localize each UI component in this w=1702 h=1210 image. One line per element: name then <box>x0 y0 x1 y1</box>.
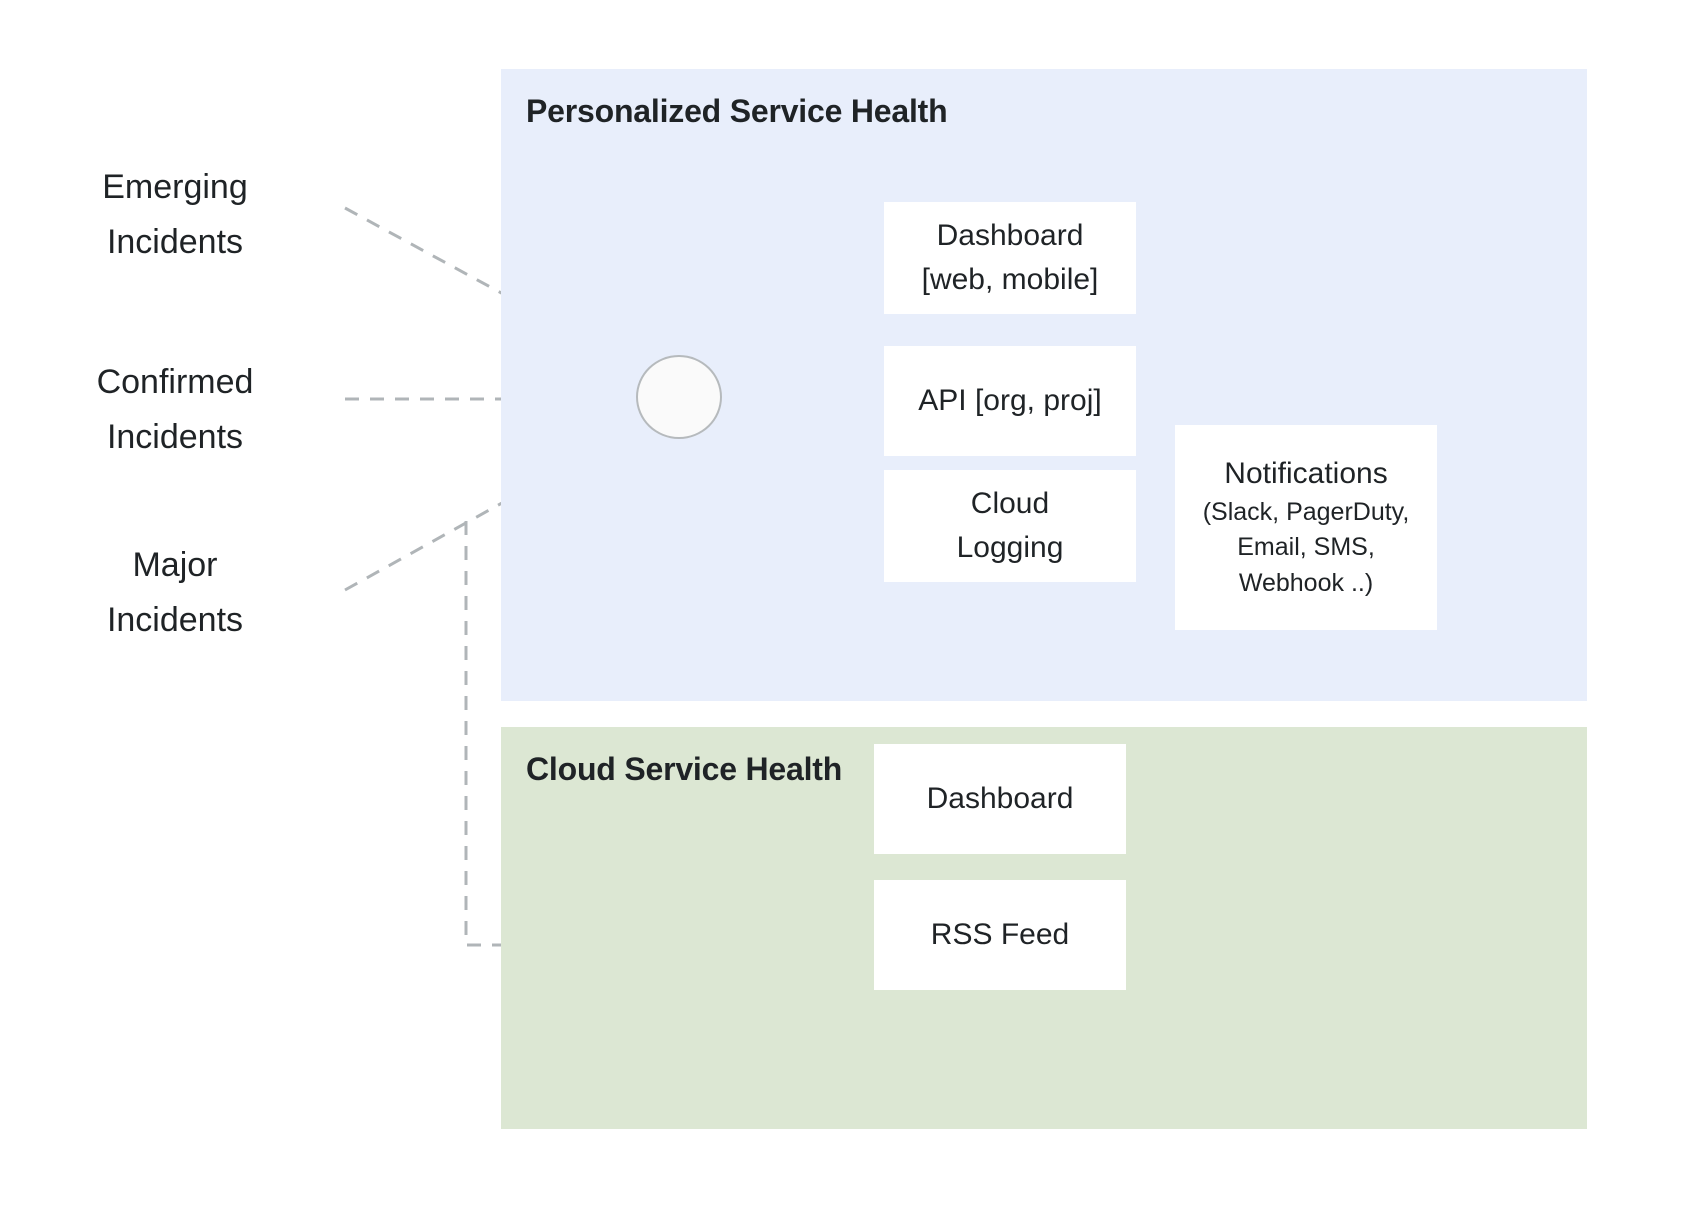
source-label-confirmed-incidents: Confirmed Incidents <box>96 363 254 457</box>
node-cloud-logging[interactable]: Cloud Logging <box>884 470 1136 582</box>
node-notifications-channels: (Slack, PagerDuty, Email, SMS, Webhook .… <box>1202 497 1410 597</box>
node-dashboard-cloud-service-health[interactable]: Dashboard <box>874 744 1126 854</box>
hub-circle-node <box>636 355 722 439</box>
node-notifications[interactable]: Notifications (Slack, PagerDuty, Email, … <box>1175 425 1437 630</box>
node-rss-feed[interactable]: RSS Feed <box>874 880 1126 990</box>
source-label-emerging-incidents: Emerging Incidents <box>102 168 248 262</box>
node-api-org-proj[interactable]: API [org, proj] <box>884 346 1136 456</box>
node-dashboard-web-mobile[interactable]: Dashboard [web, mobile] <box>884 202 1136 314</box>
node-notifications-title: Notifications <box>1224 456 1388 490</box>
source-label-major-incidents: Major Incidents <box>106 546 244 640</box>
panel-title-personalized-service-health: Personalized Service Health <box>526 93 948 129</box>
panel-title-cloud-service-health: Cloud Service Health <box>526 751 843 787</box>
